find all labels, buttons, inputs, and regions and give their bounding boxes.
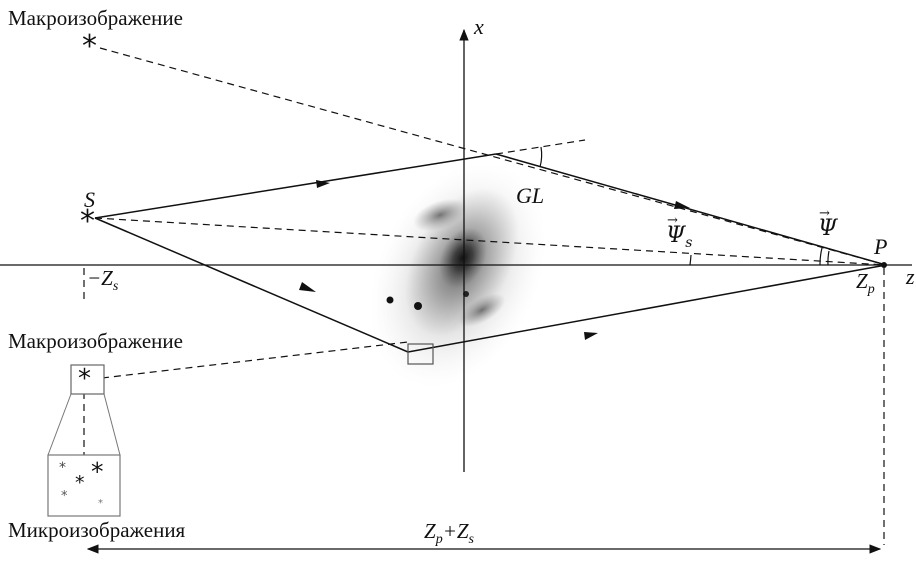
dashed-lines	[83, 47, 887, 545]
observer-point	[881, 262, 887, 268]
image-box	[407, 343, 434, 365]
psi-s-vector-label: →Ψs	[666, 213, 693, 251]
neg-zs-label: −Zs	[87, 266, 119, 294]
source-star: *	[80, 204, 95, 239]
observer-label: P	[874, 234, 888, 259]
macro-image-label-top: Макроизображение	[8, 6, 183, 30]
zp-label: Zp	[856, 269, 875, 297]
angle-arcs	[539, 146, 830, 266]
ray-direction-arrows	[299, 180, 690, 340]
macro-image-box	[70, 364, 105, 395]
lens-label: GL	[516, 183, 545, 208]
micro-star-3: *	[75, 472, 85, 494]
macro-star-mid: *	[78, 364, 91, 394]
micro-images-label: Микроизображения	[8, 518, 186, 542]
micro-image-inset	[47, 454, 121, 517]
x-axis-label: x	[474, 14, 484, 39]
psi-vector-label: →Ψ	[818, 206, 838, 241]
distance-label: Zp+Zs	[424, 519, 474, 547]
macro-star-top: *	[82, 29, 97, 64]
micro-star-1: *	[59, 460, 66, 476]
micro-star-4: *	[61, 489, 68, 504]
vector-arrow-icon: →	[819, 206, 830, 221]
vector-arrow-icon: →	[667, 213, 678, 228]
macro-image-label-mid: Макроизображение	[8, 329, 183, 353]
z-axis-label: z	[906, 264, 915, 289]
micro-star-2: *	[91, 457, 104, 486]
galaxy-lens-image	[370, 162, 546, 388]
micro-star-5: *	[98, 498, 103, 509]
source-label: S	[84, 187, 95, 212]
